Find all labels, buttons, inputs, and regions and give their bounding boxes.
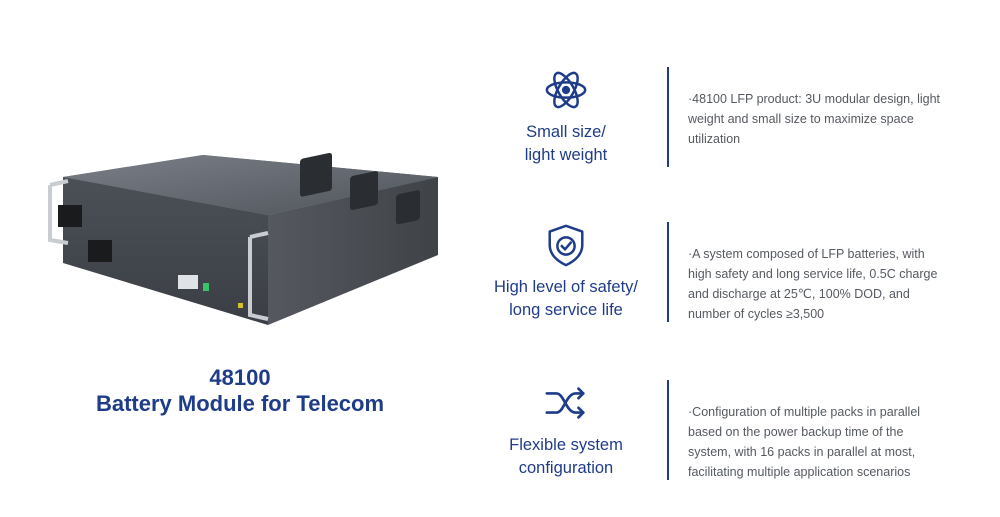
feature-small-size: Small size/ light weight ·48100 LFP prod… [468,67,988,177]
feature-label: Flexible system configuration [468,434,664,480]
feature-label-line2: light weight [524,146,608,164]
feature-label-line2: long service life [509,301,623,319]
feature-label-line2: configuration [518,459,614,477]
divider [667,67,669,167]
feature-description: ·A system composed of LFP batteries, wit… [688,247,938,321]
shuffle-icon [543,380,589,426]
feature-label-line1: Flexible system [509,436,623,454]
feature-label: Small size/ light weight [468,121,664,167]
product-title: 48100 Battery Module for Telecom [60,365,420,417]
atom-icon [543,67,589,113]
product-model: 48100 [209,365,271,390]
battery-module-image [28,145,448,335]
feature-safety: High level of safety/ long service life … [468,222,988,332]
product-name: Battery Module for Telecom [95,391,385,416]
feature-flexible-config: Flexible system configuration ·Configura… [468,380,988,490]
divider [667,380,669,480]
feature-label-line1: Small size/ [526,123,606,141]
divider [667,222,669,322]
feature-description: ·48100 LFP product: 3U modular design, l… [688,92,941,146]
shield-check-icon [543,222,589,268]
feature-description: ·Configuration of multiple packs in para… [688,405,921,479]
feature-label: High level of safety/ long service life [468,276,664,322]
feature-label-line1: High level of safety/ [494,278,638,296]
